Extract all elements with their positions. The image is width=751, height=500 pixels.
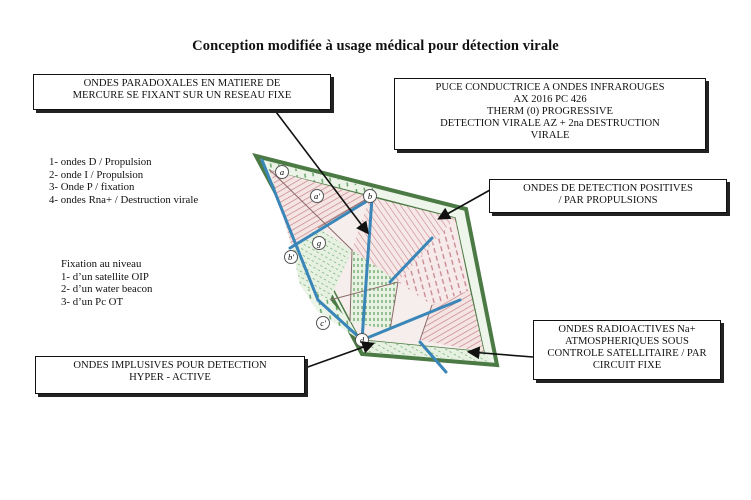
fixation-item: 2- d’un water beacon xyxy=(61,283,153,295)
legend-item: 2- onde I / Propulsion xyxy=(49,168,144,181)
blue-line-2 xyxy=(288,196,374,250)
region-top-mid xyxy=(352,197,455,282)
region-center-green xyxy=(350,250,398,330)
label-box-detection: ONDES DE DETECTION POSITIVES / PAR PROPU… xyxy=(489,179,727,213)
arrow-paradoxal xyxy=(269,103,369,235)
svg-text:b': b' xyxy=(288,252,294,262)
arrow-detection xyxy=(437,189,491,220)
marker-a-prime: a' xyxy=(310,189,324,203)
fixation-heading: Fixation au niveau xyxy=(61,258,142,270)
marker-a: a xyxy=(275,165,289,179)
svg-text:a': a' xyxy=(314,191,320,201)
region-right-dash xyxy=(398,218,470,305)
waves-legend: 1- ondes D / Propulsion 2- onde I / Prop… xyxy=(49,156,198,206)
blue-line-6 xyxy=(418,340,448,374)
label-box-puce: PUCE CONDUCTRICE A ONDES INFRAROUGES AX … xyxy=(394,78,706,150)
legend-item: 3- Onde P / fixation xyxy=(49,181,135,193)
arrow-implusive xyxy=(304,341,376,369)
svg-text:c': c' xyxy=(320,318,326,328)
svg-text:d: d xyxy=(360,335,365,345)
fixation-item: 3- d’un Pc OT xyxy=(61,295,124,308)
fixation-item: 1- d’un satellite OIP xyxy=(61,270,149,283)
legend-item: 1- ondes D / Propulsion xyxy=(49,156,152,168)
label-box-implusive: ONDES IMPLUSIVES POUR DETECTION HYPER - … xyxy=(35,356,305,394)
marker-b-prime: b' xyxy=(284,250,298,264)
region-left-green xyxy=(292,228,352,300)
blue-line-1 xyxy=(260,158,320,302)
blue-line-7 xyxy=(316,298,364,342)
blue-line-5 xyxy=(388,236,434,284)
region-top-strip xyxy=(262,160,380,196)
label-box-paradoxal: ONDES PARADOXALES EN MATIERE DE MERCURE … xyxy=(33,74,331,110)
region-top-left xyxy=(270,170,370,248)
svg-text:a: a xyxy=(280,167,284,177)
legend-item: 4- ondes Rna+ / Destruction virale xyxy=(49,193,199,206)
region-lower-right xyxy=(420,290,484,352)
svg-text:b: b xyxy=(368,191,372,201)
marker-g: g xyxy=(312,236,326,250)
blue-line-3 xyxy=(360,196,374,342)
marker-b: b xyxy=(363,189,377,203)
label-box-radioactive: ONDES RADIOACTIVES Na+ ATMOSPHERIQUES SO… xyxy=(533,320,721,380)
diagram-title: Conception modifiée à usage médical pour… xyxy=(192,38,559,54)
arrow-radioactive xyxy=(466,346,534,360)
svg-text:g: g xyxy=(317,238,321,248)
blue-line-4 xyxy=(360,298,462,342)
marker-c-prime: c' xyxy=(316,316,330,330)
marker-d: d xyxy=(355,333,369,347)
fixation-legend: Fixation au niveau 1- d’un satellite OIP… xyxy=(61,258,152,308)
